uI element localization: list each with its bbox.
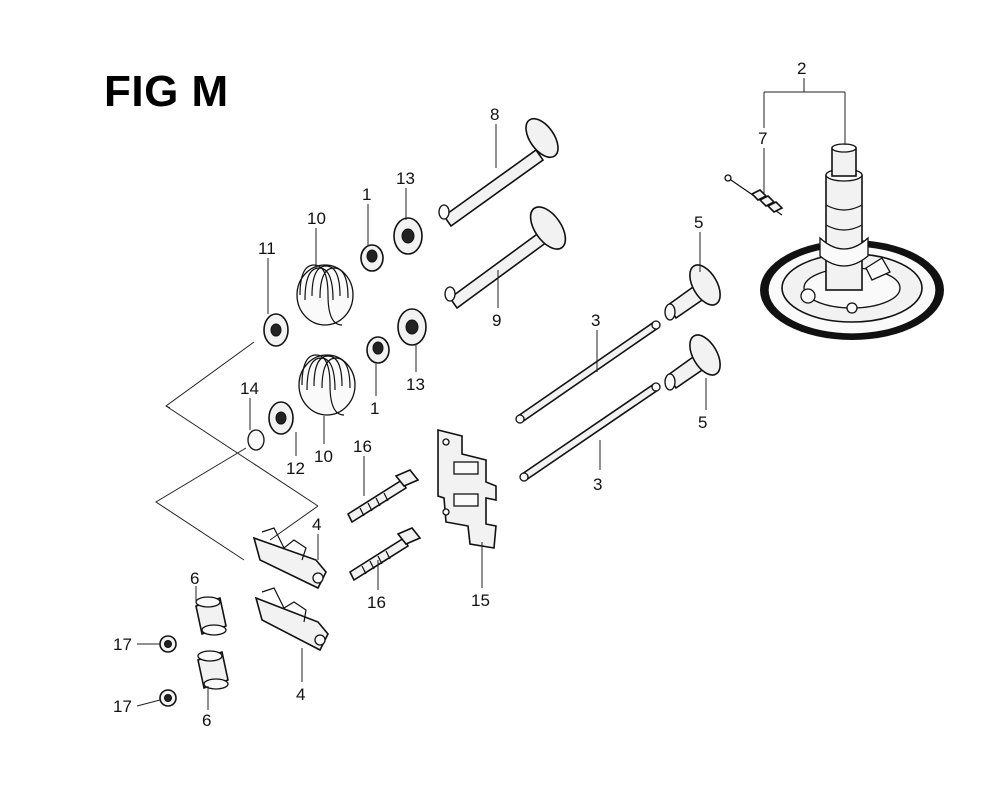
callout-13-lower: 13 xyxy=(406,375,425,394)
rocker-stud-lower xyxy=(348,527,422,582)
callout-1-lower: 1 xyxy=(370,399,379,418)
valve-seal-13b xyxy=(397,308,427,346)
callout-3-lower: 3 xyxy=(593,475,602,494)
valve-spring-lower xyxy=(298,354,356,416)
callout-10-upper: 10 xyxy=(307,209,326,228)
spring-washer-11 xyxy=(263,313,289,347)
callout-4-upper: 4 xyxy=(312,515,321,534)
tappet-lower xyxy=(664,334,721,391)
callout-9: 9 xyxy=(492,311,501,330)
callout-8: 8 xyxy=(490,105,499,124)
callout-10-lower: 10 xyxy=(314,447,333,466)
callout-13-upper: 13 xyxy=(396,169,415,188)
valve-retainer-1a xyxy=(360,244,384,272)
rocker-arm-lower xyxy=(254,587,329,652)
camshaft-gear xyxy=(760,143,944,340)
callout-6-upper: 6 xyxy=(190,569,199,588)
pivot-6a xyxy=(195,596,227,636)
callout-6-lower: 6 xyxy=(202,711,211,730)
callout-7: 7 xyxy=(758,129,767,148)
callout-4-lower: 4 xyxy=(296,685,305,704)
callout-11: 11 xyxy=(258,239,276,258)
callout-5-upper: 5 xyxy=(694,213,703,232)
callout-15: 15 xyxy=(471,591,490,610)
callout-3-upper: 3 xyxy=(591,311,600,330)
rocker-arm-upper xyxy=(252,527,327,590)
push-rod-guide-plate xyxy=(437,428,497,549)
figure-title: FIG M xyxy=(104,67,229,116)
callout-numbers: 2 7 8 13 1 10 11 9 5 3 13 1 14 12 10 16 … xyxy=(113,59,806,730)
spring-retainer-12 xyxy=(268,401,294,435)
callout-14: 14 xyxy=(240,379,259,398)
leader-lines xyxy=(136,78,846,710)
valve-cap-14 xyxy=(247,429,265,451)
callout-1-upper: 1 xyxy=(362,185,371,204)
callout-5-lower: 5 xyxy=(698,413,707,432)
lock-nut-17b xyxy=(159,689,177,707)
callout-16-upper: 16 xyxy=(353,437,372,456)
valve-retainer-1b xyxy=(366,336,390,364)
callout-16-lower: 16 xyxy=(367,593,386,612)
rocker-stud-upper xyxy=(346,469,420,524)
valve-seal-13a xyxy=(393,217,423,255)
callout-2: 2 xyxy=(797,59,806,78)
callout-12: 12 xyxy=(286,459,305,478)
tappet-upper xyxy=(664,264,721,321)
valve-spring-upper xyxy=(296,264,354,326)
callout-17-lower: 17 xyxy=(113,697,132,716)
decomp-spring xyxy=(724,174,784,216)
exhaust-valve xyxy=(438,117,559,228)
push-rod-upper xyxy=(515,320,661,424)
pivot-6b xyxy=(197,650,229,690)
callout-17-upper: 17 xyxy=(113,635,132,654)
push-rod-lower xyxy=(519,382,661,482)
lock-nut-17a xyxy=(159,635,177,653)
